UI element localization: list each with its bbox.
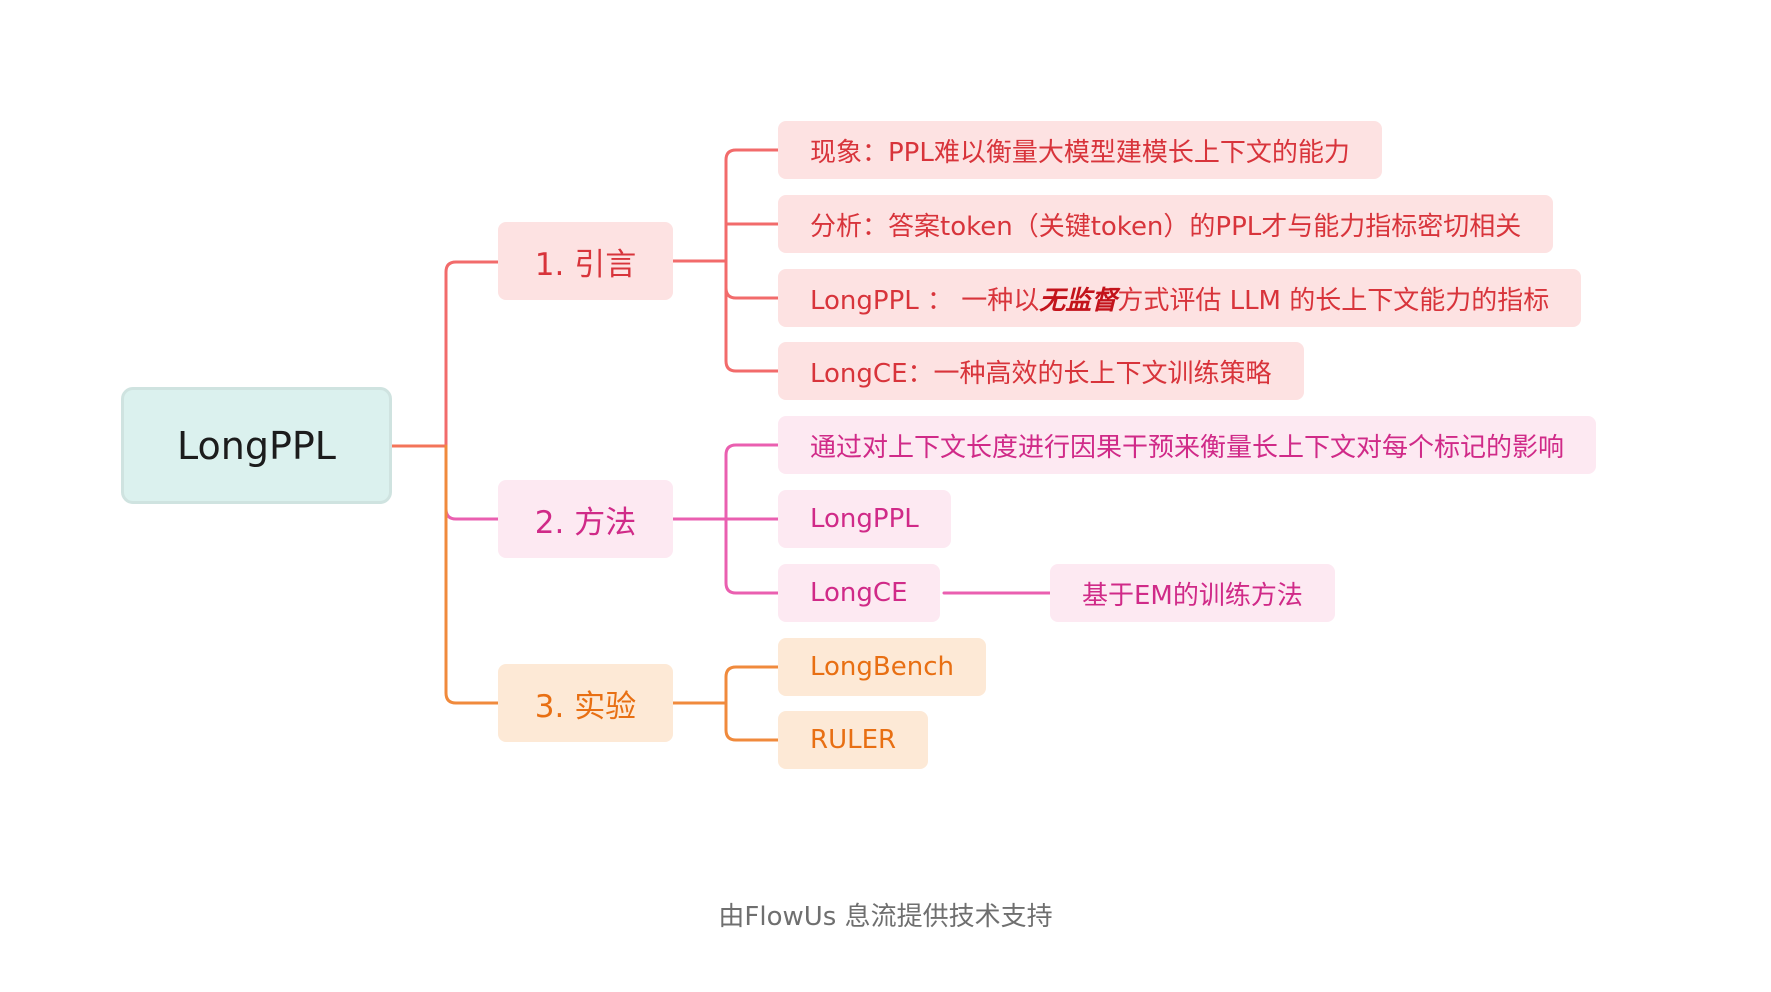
- intro-phenomenon-node[interactable]: 现象：PPL难以衡量大模型建模长上下文的能力: [778, 121, 1382, 179]
- connector-intro-child-1: [724, 148, 780, 263]
- experiment-longbench-node[interactable]: LongBench: [778, 638, 987, 696]
- intro-longppl-node[interactable]: LongPPL ： 一种以无监督方式评估 LLM 的长上下文能力的指标: [778, 269, 1582, 327]
- connector-experiment-child-2: [724, 701, 780, 742]
- branch-experiment-label: 3. 实验: [534, 688, 637, 725]
- method-longce-label: LongCE: [810, 578, 908, 608]
- intro-longppl-label-emphasis: 无监督: [1039, 285, 1118, 316]
- intro-longce-label: LongCE：一种高效的长上下文训练策略: [810, 358, 1272, 389]
- root-node[interactable]: LongPPL: [121, 387, 392, 504]
- footer-credit: 由FlowUs 息流提供技术支持: [718, 902, 1053, 932]
- intro-longce-node[interactable]: LongCE：一种高效的长上下文训练策略: [778, 342, 1304, 400]
- connector-method-child-1: [724, 443, 780, 521]
- method-causal-label: 通过对上下文长度进行因果干预来衡量长上下文对每个标记的影响: [810, 432, 1565, 463]
- branch-experiment[interactable]: 3. 实验: [498, 664, 673, 742]
- branch-intro[interactable]: 1. 引言: [498, 222, 673, 300]
- experiment-ruler-label: RULER: [810, 725, 897, 755]
- experiment-longbench-label: LongBench: [810, 652, 955, 682]
- connector-method-child-3: [724, 517, 780, 595]
- method-em-training-node[interactable]: 基于EM的训练方法: [1050, 564, 1335, 622]
- branch-method[interactable]: 2. 方法: [498, 480, 673, 558]
- branch-intro-label: 1. 引言: [534, 246, 637, 283]
- method-em-training-label: 基于EM的训练方法: [1082, 580, 1303, 611]
- connector-root-to-method: [444, 444, 500, 521]
- intro-analysis-label: 分析：答案token（关键token）的PPL才与能力指标密切相关: [810, 211, 1522, 242]
- intro-longppl-label-pre: LongPPL ： 一种以: [810, 285, 1040, 316]
- root-label: LongPPL: [177, 423, 336, 468]
- connector-root-to-experiment: [444, 444, 500, 705]
- method-causal-node[interactable]: 通过对上下文长度进行因果干预来衡量长上下文对每个标记的影响: [778, 416, 1597, 474]
- branch-method-label: 2. 方法: [534, 504, 637, 541]
- connector-experiment-child-1: [724, 665, 780, 705]
- connector-root-to-intro: [444, 260, 500, 448]
- connector-intro-child-4: [724, 259, 780, 373]
- connector-intro-child-3: [724, 259, 780, 300]
- method-longppl-label: LongPPL: [810, 504, 919, 534]
- method-longce-node[interactable]: LongCE: [778, 564, 940, 622]
- experiment-ruler-node[interactable]: RULER: [778, 711, 929, 769]
- method-longppl-node[interactable]: LongPPL: [778, 490, 951, 548]
- intro-phenomenon-label: 现象：PPL难以衡量大模型建模长上下文的能力: [810, 137, 1350, 168]
- intro-longppl-label-post: 方式评估 LLM 的长上下文能力的指标: [1117, 285, 1550, 316]
- intro-analysis-node[interactable]: 分析：答案token（关键token）的PPL才与能力指标密切相关: [778, 195, 1554, 253]
